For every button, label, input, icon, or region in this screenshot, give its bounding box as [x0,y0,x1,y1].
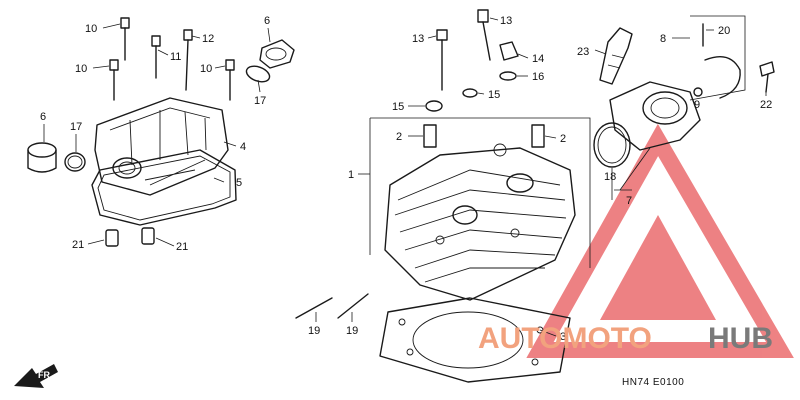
watermark-automoto: AUTOMOTO [478,322,652,355]
callout-3: 3 [560,331,566,343]
callout-2: 2 [560,133,566,145]
callout-8: 8 [660,33,666,45]
callout-10: 10 [85,23,97,35]
callout-14: 14 [532,53,544,65]
callout-18: 18 [604,171,616,183]
diagram-code: HN74 E0100 [622,377,684,388]
callout-16: 16 [532,71,544,83]
front-marker-label: FR. [38,370,53,380]
callout-1: 1 [348,169,354,181]
insulator-group [593,15,775,168]
callout-labels: 10 10 10 11 12 6 17 17 6 4 5 21 21 13 13… [40,15,772,343]
callout-13: 13 [412,33,424,45]
callout-2: 2 [396,131,402,143]
front-direction-marker: FR. [14,364,58,388]
callout-11: 11 [170,51,181,63]
callout-17: 17 [254,95,266,107]
callout-21: 21 [176,241,188,253]
callout-12: 12 [202,33,214,45]
callout-21: 21 [72,239,84,251]
callout-19: 19 [346,325,358,337]
watermark-hub: HUB [708,322,773,355]
callout-7: 7 [626,195,632,207]
callout-10: 10 [75,63,87,75]
leader-lines [43,17,767,337]
callout-15: 15 [488,89,500,101]
callout-13: 13 [500,15,512,27]
callout-6: 6 [40,111,46,123]
cylinder-head-group [295,9,591,383]
callout-20: 20 [718,25,730,37]
callout-9: 9 [694,99,700,111]
callout-15: 15 [392,101,404,113]
callout-23: 23 [577,46,589,58]
callout-6: 6 [264,15,270,27]
cylinder-head-cover-group [27,17,295,247]
callout-4: 4 [240,141,246,153]
watermark-logo [526,123,794,358]
watermark-text: AUTOMOTO HUB [478,322,773,355]
callout-19: 19 [308,325,320,337]
callout-5: 5 [236,177,242,189]
callout-17: 17 [70,121,82,133]
callout-10: 10 [200,63,212,75]
callout-22: 22 [760,99,772,111]
